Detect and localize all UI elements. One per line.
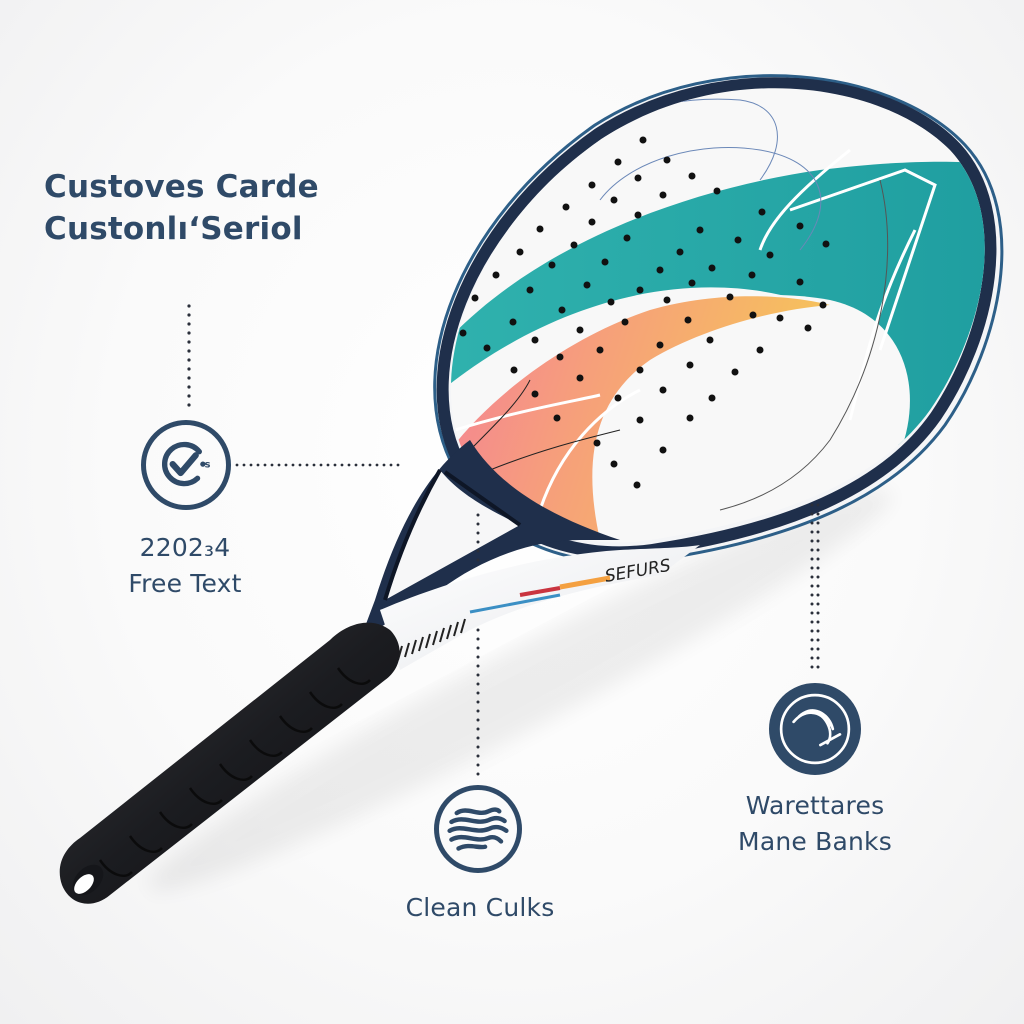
title-line-2: Custonlı‘Seriol xyxy=(44,211,303,247)
shaft-hatch-marks xyxy=(397,618,466,661)
callout-2-line-1: Clean Culks xyxy=(405,893,555,922)
callout-leader-lines xyxy=(187,304,820,776)
callout-clean-culks: Clean Culks xyxy=(370,890,590,926)
leader-line-1-vertical xyxy=(187,304,191,407)
callout-warettares: Warettares Mane Banks xyxy=(700,788,930,860)
paddle-grip xyxy=(59,622,400,904)
check-badge-icon: s xyxy=(141,420,231,510)
callout-1-line-1: 2202₃4 xyxy=(139,533,231,562)
leader-line-1-horizontal xyxy=(235,463,400,467)
shield-wave-icon xyxy=(769,683,861,775)
page-title: Custoves Carde Custonlı‘Seriol xyxy=(44,166,319,250)
callout-3-line-1: Warettares xyxy=(745,791,885,820)
paddle-holes xyxy=(459,136,830,489)
title-line-1: Custoves Carde xyxy=(44,169,319,205)
callout-1-line-2: Free Text xyxy=(128,569,242,598)
callout-free-text: 2202₃4 Free Text xyxy=(100,530,270,602)
callout-3-line-2: Mane Banks xyxy=(738,827,892,856)
leader-line-3-vertical xyxy=(810,503,820,669)
waves-icon xyxy=(434,785,522,873)
leader-line-2-vertical xyxy=(476,513,480,776)
svg-text:s: s xyxy=(205,460,211,471)
